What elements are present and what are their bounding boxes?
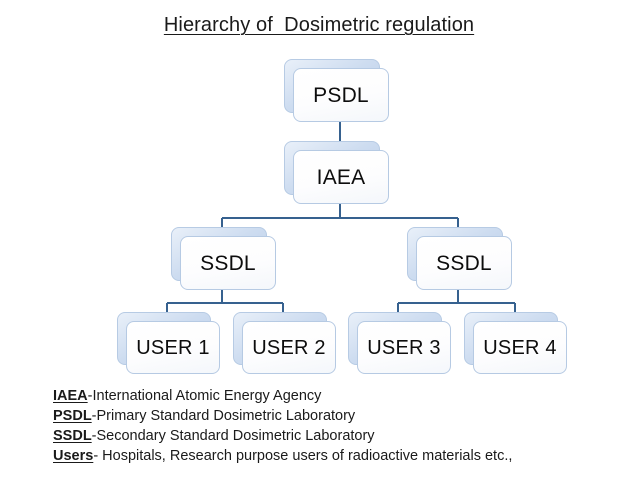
- legend-line-psdl: PSDL-Primary Standard Dosimetric Laborat…: [53, 406, 633, 426]
- node-user-4[interactable]: USER 4: [464, 312, 567, 374]
- legend-desc-ssdl: -Secondary Standard Dosimetric Laborator…: [91, 428, 375, 444]
- legend-abbr-users: Users: [53, 448, 94, 464]
- node-user-2-card: USER 2: [242, 321, 336, 374]
- legend-line-ssdl: SSDL-Secondary Standard Dosimetric Labor…: [53, 426, 633, 446]
- node-iaea[interactable]: IAEA: [284, 141, 389, 204]
- legend-abbr-psdl: PSDL: [53, 408, 92, 424]
- node-ssdl-right[interactable]: SSDL: [407, 227, 512, 290]
- node-iaea-card: IAEA: [293, 150, 389, 204]
- legend-abbr-iaea: IAEA: [53, 388, 88, 404]
- legend-desc-users: - Hospitals, Research purpose users of r…: [93, 448, 513, 464]
- page-title-text: Hierarchy of Dosimetric regulation: [163, 14, 475, 36]
- page-title: Hierarchy of Dosimetric regulation: [0, 12, 638, 38]
- node-iaea-label: IAEA: [316, 165, 366, 189]
- node-user-2-label: USER 2: [252, 336, 326, 359]
- node-ssdl-right-card: SSDL: [416, 236, 512, 290]
- legend-line-iaea: IAEA-International Atomic Energy Agency: [53, 386, 633, 406]
- node-ssdl-right-label: SSDL: [436, 251, 492, 275]
- node-psdl[interactable]: PSDL: [284, 59, 389, 122]
- legend-abbr-ssdl: SSDL: [53, 428, 92, 444]
- node-user-3-card: USER 3: [357, 321, 451, 374]
- connector-layer: [166, 121, 516, 316]
- node-user-1-card: USER 1: [126, 321, 220, 374]
- node-user-3-label: USER 3: [367, 336, 441, 359]
- legend-line-users: Users- Hospitals, Research purpose users…: [53, 446, 633, 466]
- node-user-2[interactable]: USER 2: [233, 312, 336, 374]
- node-ssdl-left-card: SSDL: [180, 236, 276, 290]
- node-user-4-label: USER 4: [483, 336, 557, 359]
- node-user-1[interactable]: USER 1: [117, 312, 220, 374]
- node-user-4-card: USER 4: [473, 321, 567, 374]
- node-ssdl-left[interactable]: SSDL: [171, 227, 276, 290]
- hierarchy-diagram: PSDL IAEA SSDL SSDL USER 1 USER 2: [117, 59, 567, 374]
- node-ssdl-left-label: SSDL: [200, 251, 256, 275]
- legend-desc-iaea: -International Atomic Energy Agency: [87, 388, 322, 404]
- legend-desc-psdl: -Primary Standard Dosimetric Laboratory: [91, 408, 356, 424]
- node-user-1-label: USER 1: [136, 336, 210, 359]
- legend: IAEA-International Atomic Energy Agency …: [53, 386, 633, 466]
- node-user-3[interactable]: USER 3: [348, 312, 451, 374]
- node-psdl-card: PSDL: [293, 68, 389, 122]
- node-psdl-label: PSDL: [313, 83, 369, 107]
